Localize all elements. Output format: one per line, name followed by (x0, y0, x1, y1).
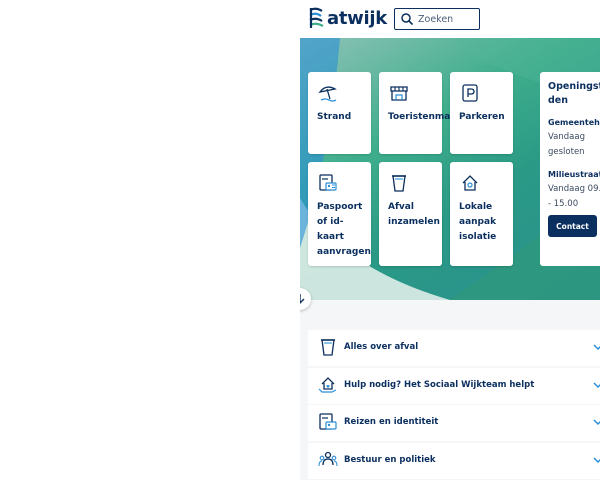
id-card-icon (319, 413, 337, 430)
logo-text: atwijk (327, 7, 387, 29)
list-item[interactable]: Hulp nodig? Het Sociaal Wijkteam helpt (308, 367, 600, 404)
list-item-label: Reizen en identiteit (344, 417, 439, 427)
tile-label: Strand (317, 112, 352, 122)
market-stall-icon (390, 86, 408, 101)
tile-label: Afval inzamelen (388, 202, 440, 227)
contact-button[interactable]: Contact (548, 215, 597, 237)
opening-hours-card: Openingstij den Gemeentehuis Vandaag ges… (540, 72, 600, 266)
scroll-down-button[interactable] (300, 288, 311, 310)
tile-label: Paspoort of id- kaart aanvragen (317, 202, 371, 257)
katwijk-wave-logo-icon (309, 7, 324, 28)
parking-icon (462, 84, 478, 102)
gemeentehuis-title: Gemeentehuis (548, 118, 600, 127)
gemeentehuis-status: Vandaag gesloten (548, 132, 585, 157)
chevron-down-icon[interactable] (593, 417, 600, 427)
chevron-down-icon[interactable] (593, 380, 600, 390)
house-insulation-icon (462, 175, 478, 191)
chevron-down-icon[interactable] (593, 455, 600, 465)
tile-afval[interactable]: Afval inzamelen (379, 162, 442, 266)
list-item-label: Bestuur en politiek (344, 454, 436, 465)
search-input[interactable] (418, 13, 476, 25)
list-item-label: Alles over afval (344, 342, 419, 352)
tile-label: Parkeren (459, 112, 505, 122)
waste-bin-icon (392, 175, 406, 192)
opening-hours-title: Openingstij den (548, 81, 600, 106)
list-item-label: Hulp nodig? Het Sociaal Wijkteam helpt (344, 379, 535, 390)
helping-home-icon (318, 376, 337, 393)
milieustraat-title: Milieustraat (548, 170, 600, 179)
beach-umbrella-icon (318, 86, 337, 102)
id-card-icon (319, 174, 337, 191)
topic-list: Alles over afval Hulp nodig? Het Sociaal… (308, 330, 600, 480)
list-item[interactable]: Reizen en identiteit (308, 405, 600, 441)
tile-strand[interactable]: Strand (308, 72, 371, 154)
katwijk-logo[interactable]: atwijk (308, 5, 387, 31)
list-item[interactable]: Bestuur en politiek (308, 442, 600, 479)
tile-isolatie[interactable]: Lokale aanpak isolatie (450, 162, 513, 266)
people-group-icon (318, 451, 338, 466)
site-header: atwijk (300, 0, 600, 38)
search-box[interactable] (394, 8, 480, 30)
waste-bin-icon (321, 339, 335, 356)
tile-label: Lokale aanpak isolatie (459, 202, 497, 242)
tile-toeristenmarkt[interactable]: Toeristenmarkt (379, 72, 465, 154)
list-item[interactable]: Alles over afval (308, 330, 600, 366)
tile-paspoort[interactable]: Paspoort of id- kaart aanvragen (308, 162, 371, 266)
milieustraat-hours: Vandaag 09.00 - 15.00 (548, 184, 600, 209)
chevron-down-icon[interactable] (593, 342, 600, 352)
hero-banner: Strand Toeristenmarkt Parkeren (300, 38, 600, 300)
arrow-down-icon (300, 294, 305, 304)
mobile-viewport: atwijk Strand (300, 0, 600, 480)
search-icon[interactable] (400, 12, 414, 26)
tile-parkeren[interactable]: Parkeren (450, 72, 513, 154)
tile-label: Toeristenmarkt (388, 112, 466, 122)
